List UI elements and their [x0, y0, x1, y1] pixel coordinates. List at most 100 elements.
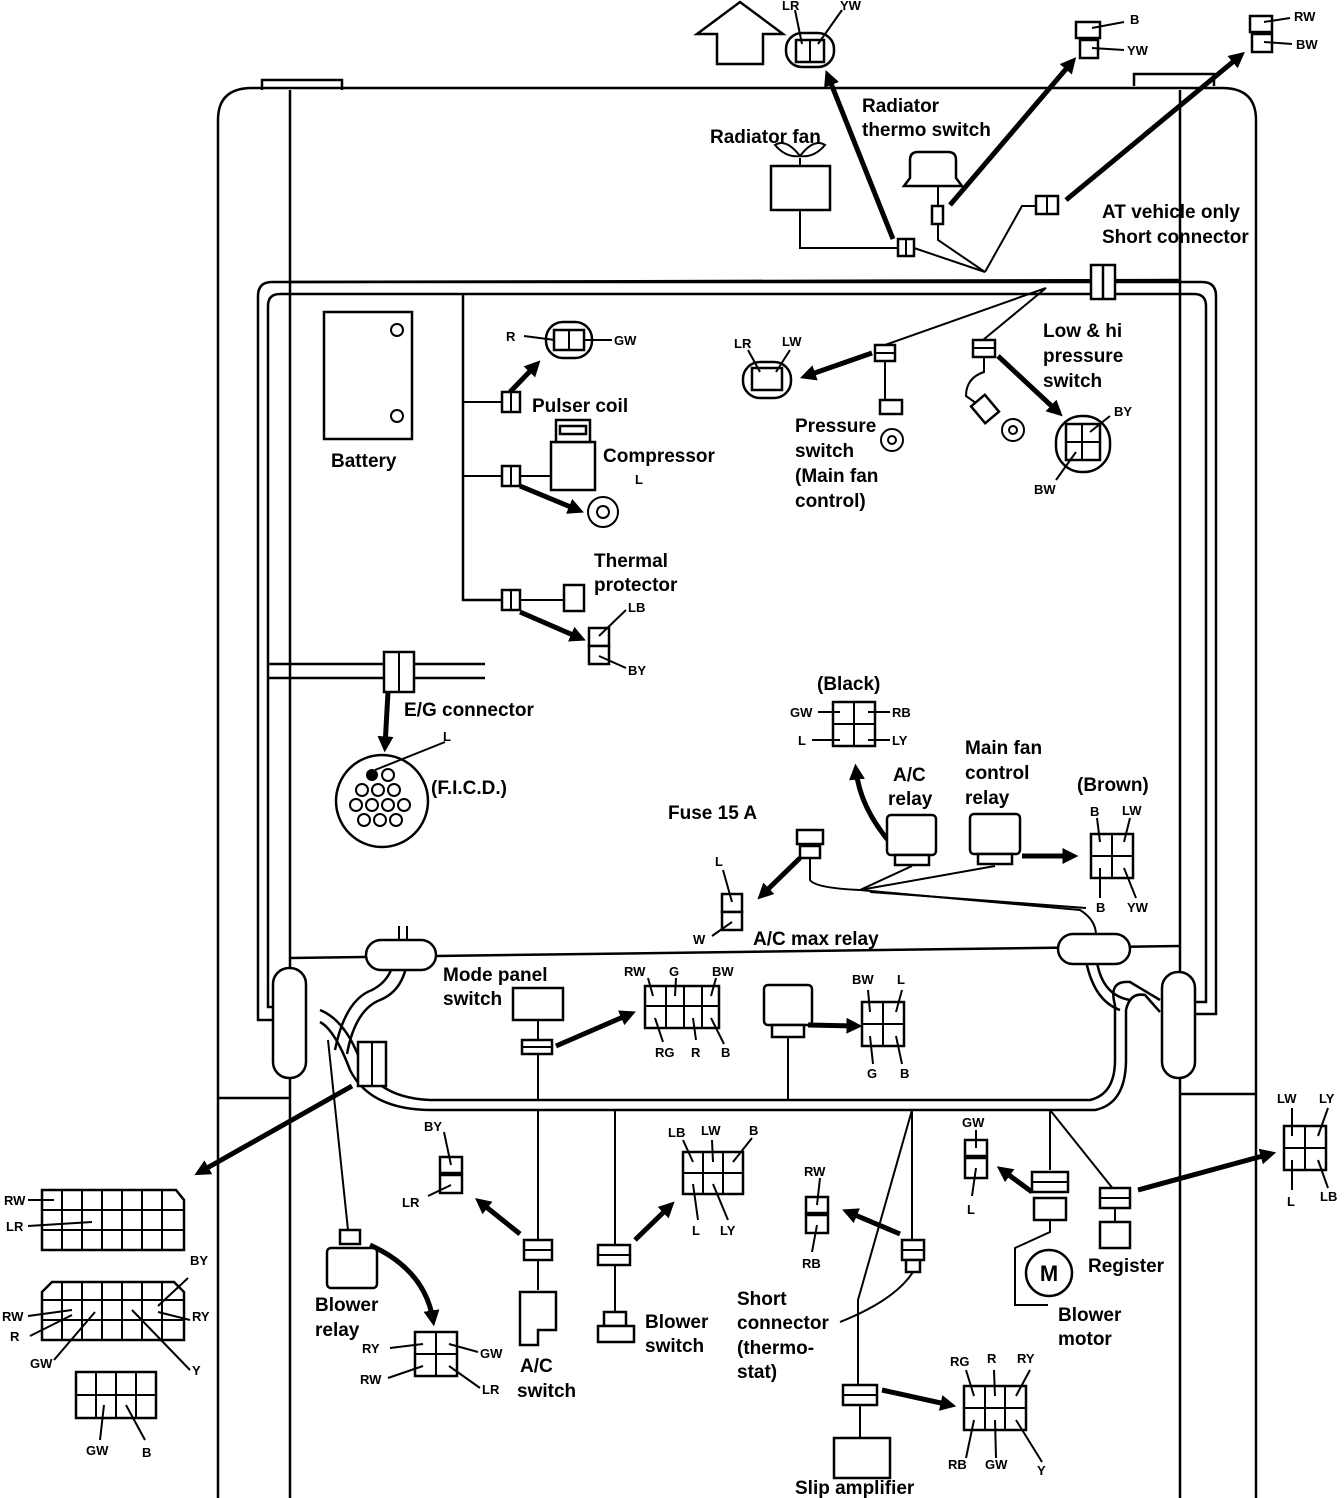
mode-panel-connector: RW G BW RG R B [624, 964, 734, 1060]
svg-text:BW: BW [1296, 37, 1318, 52]
svg-text:GW: GW [790, 705, 813, 720]
svg-text:BW: BW [712, 964, 734, 979]
motor-symbol: M [1040, 1261, 1058, 1286]
label-pressure2: pressure [1043, 346, 1123, 367]
svg-text:RB: RB [892, 705, 911, 720]
label-at-vehicle: AT vehicle only [1102, 202, 1240, 223]
svg-text:YW: YW [1127, 900, 1149, 915]
svg-text:BY: BY [1114, 404, 1132, 419]
label-protector: protector [594, 575, 678, 596]
ac-max-relay-connector: BW L G B [852, 972, 909, 1081]
label-black: (Black) [817, 674, 880, 695]
label-switch: switch [795, 441, 854, 462]
ac-switch [518, 1290, 558, 1347]
label-blower: Blower [315, 1295, 379, 1316]
blower-relay [325, 1246, 379, 1290]
svg-text:Y: Y [192, 1363, 201, 1378]
left-connector-3: GW B [74, 1370, 158, 1460]
svg-text:B: B [1130, 12, 1139, 27]
svg-text:GW: GW [614, 333, 637, 348]
svg-text:G: G [669, 964, 679, 979]
svg-text:LR: LR [482, 1382, 500, 1397]
label-blower-relay: relay [315, 1320, 360, 1341]
svg-text:L: L [692, 1223, 700, 1238]
svg-text:L: L [897, 972, 905, 987]
blower-switch [602, 1310, 628, 1328]
black-connector: GW RB L LY [790, 700, 911, 748]
pulser-connector: R GW [506, 320, 637, 360]
svg-text:B: B [749, 1123, 758, 1138]
ac-max-relay [762, 983, 814, 1027]
fan-blade-icon [773, 142, 827, 166]
svg-text:LR: LR [402, 1195, 420, 1210]
svg-text:L: L [798, 733, 806, 748]
svg-text:L: L [1287, 1194, 1295, 1209]
label-relay2: relay [965, 788, 1010, 809]
label-blower-motor-1: Blower [1058, 1305, 1122, 1326]
svg-text:W: W [693, 932, 706, 947]
register [1098, 1220, 1132, 1250]
svg-text:RW: RW [2, 1309, 24, 1324]
slip-amplifier [832, 1436, 892, 1480]
svg-text:LR: LR [6, 1219, 24, 1234]
label-blower-switch-2: switch [645, 1336, 704, 1357]
label-radiator: Radiator [862, 96, 940, 117]
svg-text:LY: LY [1319, 1091, 1335, 1106]
main-harness [256, 263, 1218, 1112]
svg-text:RB: RB [802, 1256, 821, 1271]
label-control-relay: control [965, 763, 1029, 784]
label-low-hi: Low & hi [1043, 321, 1122, 342]
svg-text:LY: LY [720, 1223, 736, 1238]
radiator-fan [769, 164, 832, 212]
svg-text:RY: RY [192, 1309, 210, 1324]
svg-text:Y: Y [1037, 1463, 1046, 1478]
svg-text:BW: BW [1034, 482, 1056, 497]
top-connector-b-yw: B YW [1074, 12, 1149, 60]
svg-text:BW: BW [852, 972, 874, 987]
label-main-fan: (Main fan [795, 466, 878, 487]
pressure-switch-connector: LR LW [734, 334, 802, 400]
svg-text:B: B [1096, 900, 1105, 915]
short-connector: RW RB [802, 1164, 830, 1271]
label-main-fan-relay: Main fan [965, 738, 1042, 759]
svg-text:BY: BY [190, 1253, 208, 1268]
label-battery: Battery [331, 451, 397, 472]
svg-text:L: L [715, 854, 723, 869]
blower-motor [1024, 1248, 1074, 1298]
label-mode-panel: Mode panel [443, 965, 548, 986]
svg-text:RW: RW [360, 1372, 382, 1387]
blower-motor-connector: GW L [962, 1115, 989, 1217]
svg-text:LW: LW [1122, 803, 1142, 818]
fuse-15a [795, 828, 825, 846]
svg-text:R: R [691, 1045, 701, 1060]
left-connector-1: RW LR [4, 1188, 186, 1252]
svg-text:RW: RW [804, 1164, 826, 1179]
svg-text:RW: RW [4, 1193, 26, 1208]
label-blower-switch-1: Blower [645, 1312, 709, 1333]
label-thermal: Thermal [594, 551, 668, 572]
label-slip-amplifier: Slip amplifier [795, 1478, 915, 1498]
label-fuse: Fuse 15 A [668, 803, 757, 824]
label-ficd: (F.I.C.D.) [431, 778, 507, 799]
svg-text:GW: GW [30, 1356, 53, 1371]
left-connector-2: BY RW R GW RY Y [2, 1253, 210, 1378]
label-relay: relay [888, 789, 933, 810]
svg-text:YW: YW [1127, 43, 1149, 58]
label-switch2: switch [1043, 371, 1102, 392]
thermal-protector [562, 583, 586, 613]
up-arrow-icon [693, 0, 787, 66]
svg-text:YW: YW [840, 0, 862, 13]
label-control: control) [795, 491, 866, 512]
battery [322, 310, 414, 441]
radiator-thermo-switch [901, 150, 965, 188]
svg-text:R: R [987, 1351, 997, 1366]
svg-text:GW: GW [962, 1115, 985, 1130]
label-short: Short [737, 1289, 787, 1310]
blower-relay-connector: RY GW RW LR [360, 1330, 503, 1397]
svg-text:RG: RG [655, 1045, 675, 1060]
label-stat: stat) [737, 1362, 777, 1383]
label-ac-max-relay: A/C max relay [753, 929, 879, 950]
svg-text:GW: GW [985, 1457, 1008, 1472]
top-fan-connector: LR YW [782, 0, 862, 69]
